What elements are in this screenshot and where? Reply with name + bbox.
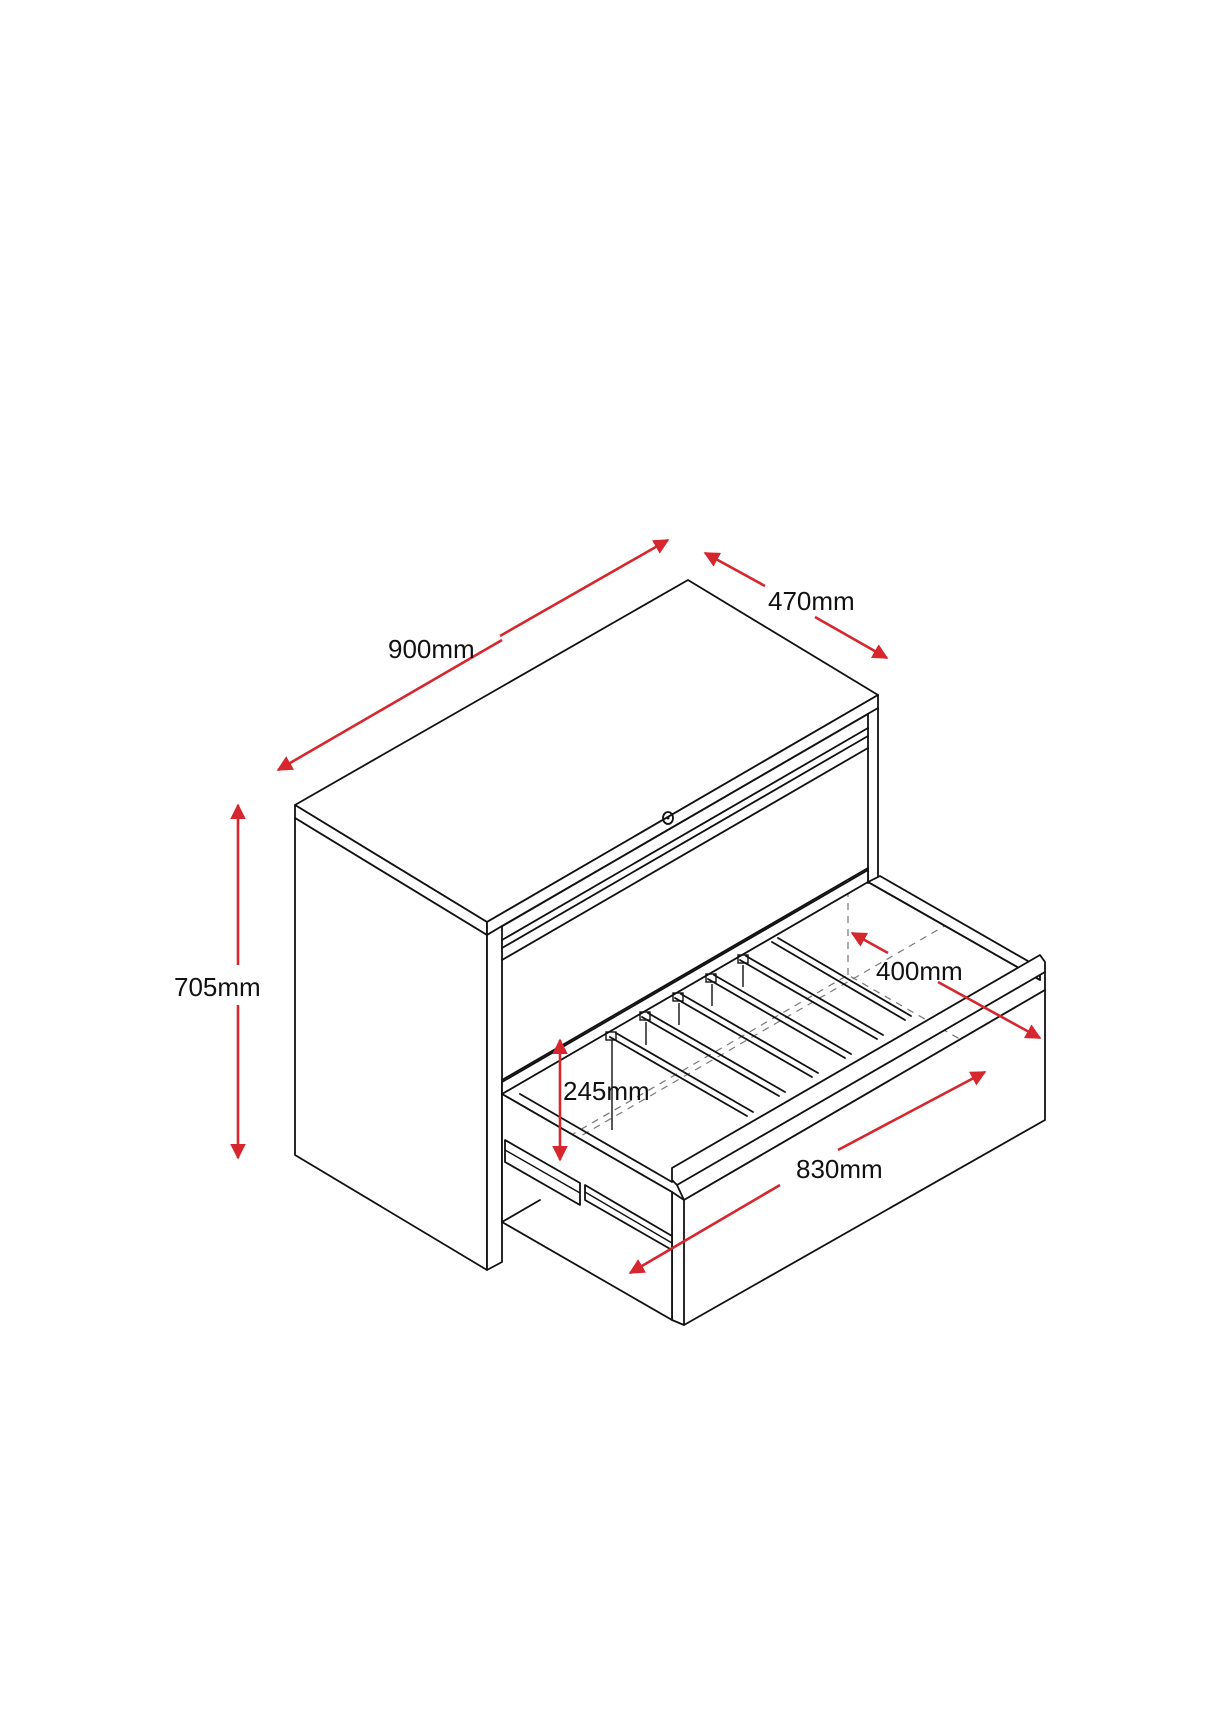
dimension-drawer-height: 245mm [552, 1038, 650, 1162]
dimension-drawer-depth: 400mm [850, 931, 1042, 1040]
dimension-label-depth: 470mm [768, 586, 855, 616]
hanging-file-rails [605, 937, 912, 1130]
bottom-drawer [501, 869, 1046, 1326]
dimension-label-drawer-length: 830mm [796, 1154, 883, 1184]
cabinet-body [294, 579, 879, 1271]
dimension-width: 900mm [276, 538, 670, 772]
dimension-label-height: 705mm [174, 972, 261, 1002]
drawer-left-side [501, 869, 869, 1095]
dimension-height: 705mm [174, 803, 261, 1160]
lock-icon [662, 811, 674, 825]
dimension-label-width: 900mm [388, 634, 475, 664]
dimension-depth: 470mm [703, 551, 889, 660]
top-drawer [501, 713, 869, 961]
dimension-drawer-length: 830mm [628, 1070, 987, 1275]
dimensions: 900mm 470mm 705mm 400mm 245mm [174, 538, 1042, 1275]
dimension-label-drawer-height: 245mm [563, 1076, 650, 1106]
dimension-label-drawer-depth: 400mm [876, 956, 963, 986]
drawer-runners [501, 1139, 673, 1251]
cabinet-front-post-left [486, 925, 503, 1271]
